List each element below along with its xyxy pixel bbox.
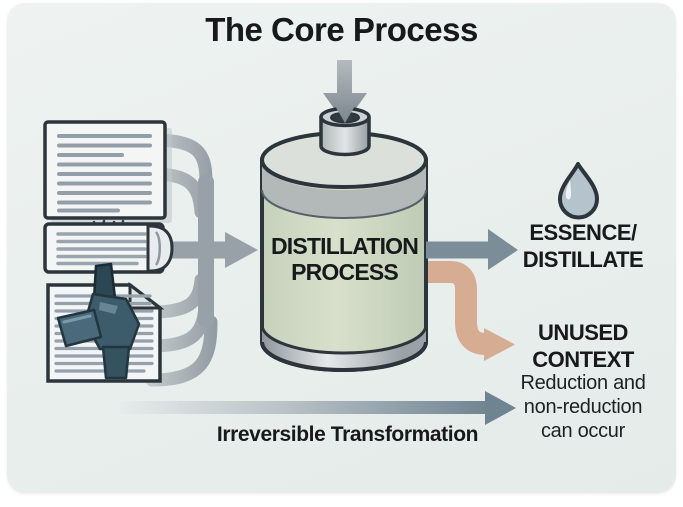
droplet-icon	[558, 162, 599, 220]
vessel-label: DISTILLATION PROCESS	[252, 233, 437, 285]
essence-label: ESSENCE/ DISTILLATE	[498, 219, 668, 273]
irreversible-transformation-label: Irreversible Transformation	[216, 423, 479, 446]
page-title: The Core Process	[205, 11, 478, 48]
unused-note-line2: non-reduction	[523, 396, 643, 418]
unused-arrow-icon	[428, 261, 515, 361]
essence-label-line2: DISTILLATE	[522, 247, 644, 272]
vessel-icon	[260, 104, 428, 372]
machine-illustration-icon	[56, 262, 141, 380]
unused-context-line2: CONTEXT	[532, 347, 634, 372]
vessel-label-line2: PROCESS	[291, 259, 399, 285]
document-top-icon	[43, 120, 172, 223]
vessel-label-line1: DISTILLATION	[270, 233, 419, 259]
unused-context-line1: UNUSED	[538, 320, 628, 345]
unused-context-label: UNUSED CONTEXT	[498, 319, 668, 373]
unused-note-line3: can occur	[540, 420, 625, 442]
unused-context-note: Reduction and non-reduction can occur	[492, 371, 674, 443]
timeline-arrow-icon	[120, 391, 516, 425]
unused-note-line1: Reduction and	[520, 372, 646, 394]
essence-arrow-icon	[426, 229, 518, 270]
document-middle-icon	[43, 219, 174, 274]
essence-label-line1: ESSENCE/	[529, 220, 637, 245]
